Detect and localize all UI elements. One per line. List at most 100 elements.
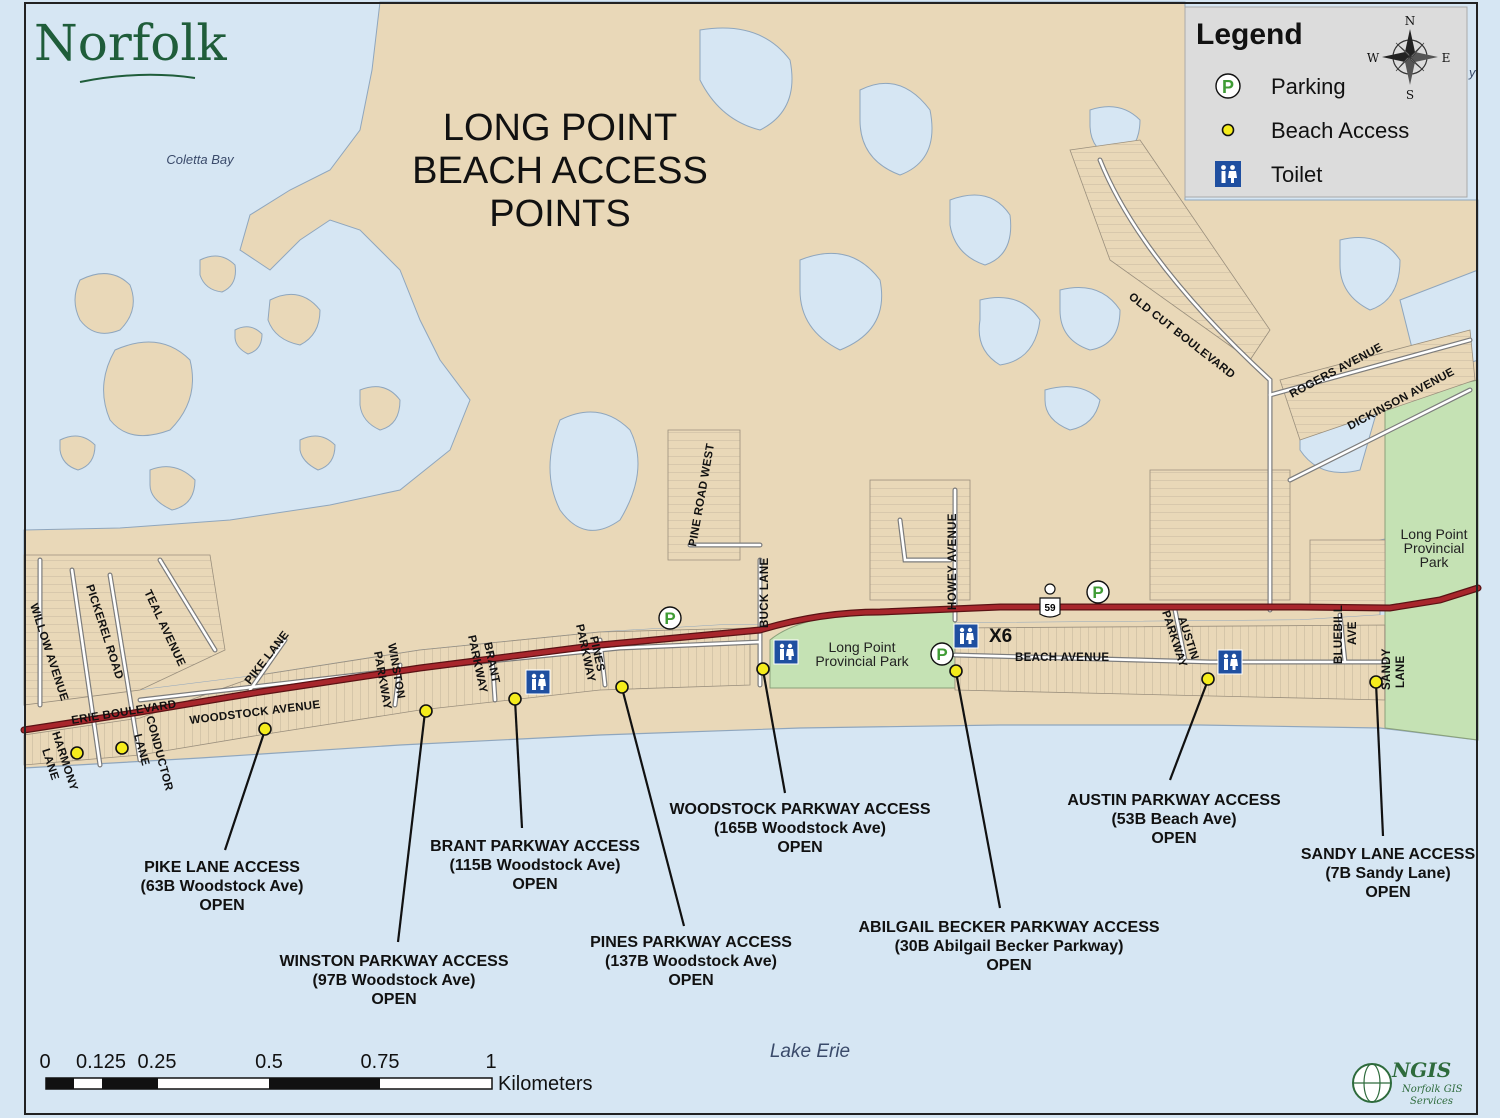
access-callout-pike[interactable]: PIKE LANE ACCESS (63B Woodstock Ave) OPE… [141, 859, 304, 914]
map-title: LONG POINT BEACH ACCESS POINTS [412, 107, 708, 235]
residential-lots [23, 139, 1476, 766]
highway-shield-59: 59 [1039, 583, 1061, 618]
stray-map-text: y [1468, 65, 1477, 80]
access-callout-name: ABILGAIL BECKER PARKWAY ACCESS [858, 919, 1159, 936]
access-callout-status: OPEN [1365, 884, 1410, 901]
park-label-line: Long Point [1401, 526, 1468, 542]
svg-text:P: P [1222, 77, 1234, 97]
beach-access-dots [70, 662, 1383, 760]
beach-access-dot[interactable] [70, 746, 84, 760]
road-label: AVE [1347, 621, 1359, 645]
toilet-icon[interactable] [525, 669, 551, 695]
access-callout-status: OPEN [1151, 830, 1196, 847]
access-callout-status: OPEN [777, 839, 822, 856]
scale-tick-label: 0 [39, 1051, 50, 1073]
beach-access-dot[interactable] [615, 680, 629, 694]
access-callouts: PIKE LANE ACCESS (63B Woodstock Ave) OPE… [141, 792, 1476, 1008]
map-title-line: POINTS [489, 193, 630, 235]
road-label: SANDY [1381, 648, 1393, 690]
access-callout-status: OPEN [371, 991, 416, 1008]
access-callout-address: (97B Woodstock Ave) [313, 972, 476, 989]
parking-icon: P [1215, 73, 1241, 99]
beach-access-dot[interactable] [419, 704, 433, 718]
scale-unit-label: Kilometers [498, 1073, 592, 1095]
access-callout-address: (165B Woodstock Ave) [714, 820, 886, 837]
road-label: BLUEBILL [1333, 605, 1345, 664]
map-title-line: LONG POINT [443, 107, 677, 149]
beach-access-dot[interactable] [756, 662, 770, 676]
norfolk-logo: Norfolk [34, 14, 227, 83]
access-callout-woodstock[interactable]: WOODSTOCK PARKWAY ACCESS (165B Woodstock… [669, 801, 930, 856]
access-callout-address: (53B Beach Ave) [1111, 811, 1236, 828]
legend-title: Legend [1196, 18, 1303, 51]
beach-access-dot-icon [1221, 123, 1235, 137]
toilet-icon [1215, 161, 1241, 187]
toilet-count-label: X6 [989, 626, 1012, 647]
toilet-icon[interactable] [953, 623, 979, 649]
access-callout-name: PINES PARKWAY ACCESS [590, 934, 792, 951]
svg-text:P: P [664, 609, 675, 628]
beach-access-dot[interactable] [508, 692, 522, 706]
access-callout-address: (30B Abilgail Becker Parkway) [895, 938, 1124, 955]
bay-islands [59, 255, 401, 511]
scale-tick-label: 0.25 [138, 1051, 177, 1073]
access-callout-winston[interactable]: WINSTON PARKWAY ACCESS (97B Woodstock Av… [279, 953, 508, 1008]
ngis-acronym: NGIS [1391, 1058, 1451, 1082]
toilet-icon[interactable] [1217, 649, 1243, 675]
access-callout-brant[interactable]: BRANT PARKWAY ACCESS (115B Woodstock Ave… [430, 838, 640, 893]
svg-text:P: P [1092, 583, 1103, 602]
legend-item-label: Toilet [1271, 162, 1322, 187]
scale-tick-label: 1 [485, 1051, 496, 1073]
road-label: LANE [1395, 655, 1407, 688]
ngis-credit: NGIS Norfolk GIS Services [1352, 1058, 1463, 1107]
access-callout-status: OPEN [199, 897, 244, 914]
scale-tick-label: 0.75 [361, 1051, 400, 1073]
access-callout-name: BRANT PARKWAY ACCESS [430, 838, 640, 855]
access-callout-abilgail-becker[interactable]: ABILGAIL BECKER PARKWAY ACCESS (30B Abil… [858, 919, 1159, 974]
access-callout-sandy[interactable]: SANDY LANE ACCESS (7B Sandy Lane) OPEN [1301, 846, 1476, 901]
access-callout-name: WINSTON PARKWAY ACCESS [279, 953, 508, 970]
access-callout-status: OPEN [512, 876, 557, 893]
parking-icon[interactable]: P [930, 642, 954, 666]
parking-icon[interactable]: P [1086, 580, 1110, 604]
toilet-icon[interactable] [773, 639, 799, 665]
scale-tick-label: 0.125 [76, 1051, 126, 1073]
road-label: HOWEY AVENUE [947, 513, 959, 610]
map-title-line: BEACH ACCESS [412, 150, 708, 192]
lake-erie-label: Lake Erie [770, 1041, 850, 1062]
access-callout-pines[interactable]: PINES PARKWAY ACCESS (137B Woodstock Ave… [590, 934, 792, 989]
highway-59-fill [21, 585, 1481, 733]
beach-access-dot[interactable] [1201, 672, 1215, 686]
park-label-line: Park [1420, 554, 1450, 570]
local-streets-inner [38, 158, 1472, 767]
access-callout-austin[interactable]: AUSTIN PARKWAY ACCESS (53B Beach Ave) OP… [1067, 792, 1281, 847]
compass-rose-icon: N S E W [1367, 14, 1451, 102]
scale-bar: 0 0.125 0.25 0.5 0.75 1 Kilometers [39, 1051, 592, 1095]
svg-text:P: P [936, 645, 947, 664]
parking-icon[interactable]: P [658, 606, 682, 630]
access-callout-name: SANDY LANE ACCESS [1301, 846, 1476, 863]
beach-access-dot[interactable] [1369, 675, 1383, 689]
compass-label: W [1367, 51, 1380, 65]
beach-access-dot[interactable] [115, 741, 129, 755]
beach-access-dot[interactable] [258, 722, 272, 736]
legend-panel: Legend P Parking Beach Access Toilet N S… [1184, 6, 1468, 198]
ngis-credit-line: Norfolk GIS [1401, 1084, 1463, 1095]
beach-access-dot[interactable] [949, 664, 963, 678]
legend-item-label: Parking [1271, 74, 1346, 99]
road-label: BEACH AVENUE [1015, 652, 1109, 664]
access-callout-name: AUSTIN PARKWAY ACCESS [1067, 792, 1281, 809]
compass-label: N [1405, 14, 1416, 28]
toilet-markers: X6 [525, 623, 1243, 695]
shoreline [23, 724, 1479, 769]
access-callout-address: (115B Woodstock Ave) [449, 857, 620, 874]
access-callout-name: PIKE LANE ACCESS [144, 859, 300, 876]
park-label-line: Provincial Park [815, 653, 909, 669]
park-label-line: Provincial [1404, 540, 1465, 556]
access-callout-address: (63B Woodstock Ave) [141, 878, 304, 895]
access-callout-status: OPEN [668, 972, 713, 989]
compass-label: E [1442, 51, 1451, 65]
callout-leader-lines [223, 669, 1385, 943]
access-callout-address: (137B Woodstock Ave) [605, 953, 777, 970]
